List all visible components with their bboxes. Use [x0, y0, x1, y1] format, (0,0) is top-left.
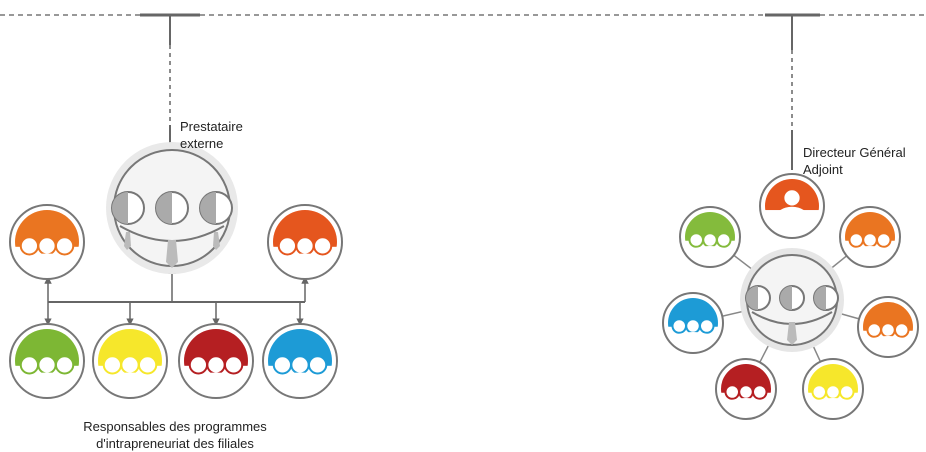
subsidiaries-caption-line1: Responsables des programmes: [83, 419, 267, 434]
team-node: [802, 358, 864, 420]
team-icon: [99, 355, 161, 393]
team-node: [178, 323, 254, 399]
team-icon: [185, 355, 247, 393]
suited-group-icon: [111, 191, 233, 268]
deputy-director-label-line2: Adjoint: [803, 162, 843, 177]
subsidiaries-caption-line2: d'intrapreneuriat des filiales: [96, 436, 254, 451]
team-nodes: [9, 173, 919, 420]
suited-group-icon: [745, 285, 839, 345]
team-node: [715, 358, 777, 420]
provider-label: Prestataire externe: [180, 118, 243, 152]
external-provider-hub: [106, 142, 238, 274]
team-icon: [16, 355, 78, 393]
person-icon: [775, 188, 809, 230]
deputy-director-label-line1: Directeur Général: [803, 145, 906, 160]
team-node: [262, 323, 338, 399]
team-node: [9, 204, 85, 280]
team-node: [92, 323, 168, 399]
team-node: [857, 296, 919, 358]
deputy-director-label: Directeur Général Adjoint: [803, 144, 906, 178]
deputy-director-hub: [740, 248, 844, 352]
subsidiaries-caption: Responsables des programmes d'intraprene…: [0, 418, 350, 452]
team-node: [679, 206, 741, 268]
team-icon: [269, 355, 331, 393]
provider-label-line2: externe: [180, 136, 224, 151]
team-node: [267, 204, 343, 280]
team-node: [9, 323, 85, 399]
team-node: [662, 292, 724, 354]
deputy-director-node: [759, 173, 825, 239]
team-node: [839, 206, 901, 268]
team-icon: [274, 236, 336, 274]
team-icon: [16, 236, 78, 274]
provider-label-line1: Prestataire: [180, 119, 243, 134]
